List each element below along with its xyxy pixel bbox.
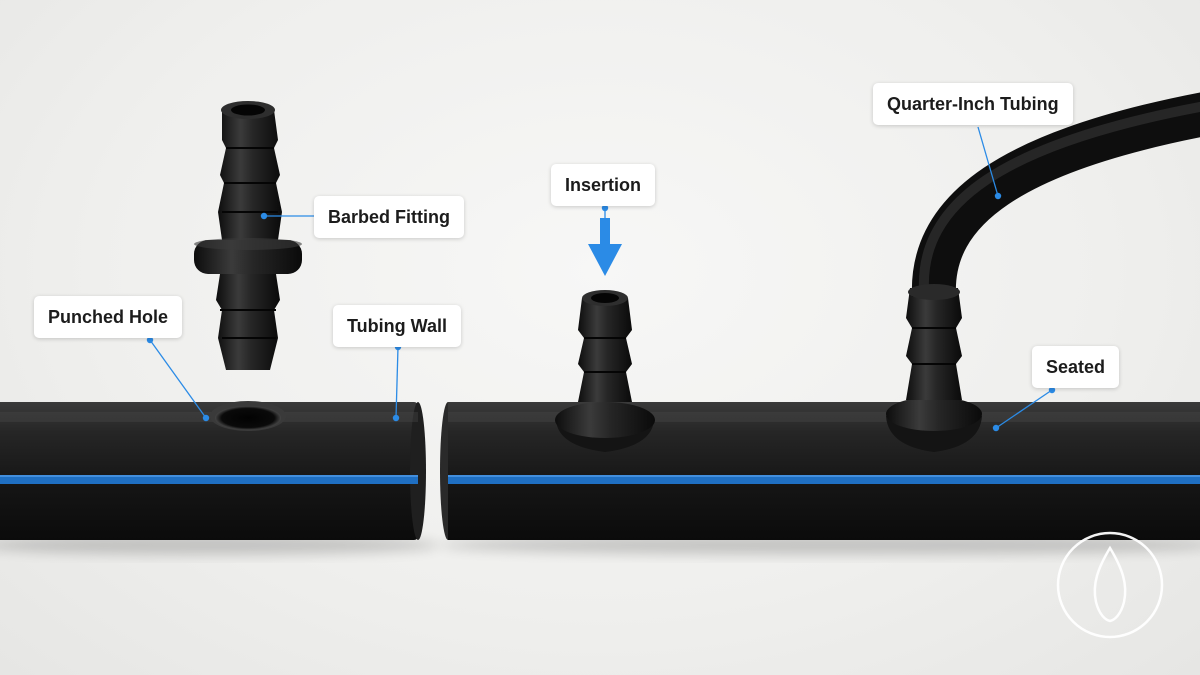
tube-shadow-left bbox=[0, 535, 440, 555]
drop-logo-icon bbox=[1056, 531, 1164, 639]
barbed-fitting-graphic bbox=[194, 101, 302, 370]
left-tubing-segment bbox=[0, 402, 426, 540]
punched-hole-graphic bbox=[210, 401, 286, 431]
leader-lines bbox=[149, 126, 1053, 429]
right-tubing-segment bbox=[440, 402, 1200, 540]
tube-shadow-right bbox=[440, 535, 1200, 555]
down-arrow-icon bbox=[588, 218, 622, 276]
seated-fitting-graphic bbox=[886, 288, 982, 452]
label-tubing-wall: Tubing Wall bbox=[333, 305, 461, 347]
label-seated: Seated bbox=[1032, 346, 1120, 388]
label-quarter-inch-tubing: Quarter-Inch Tubing bbox=[873, 83, 1073, 125]
label-barbed-fitting: Barbed Fitting bbox=[314, 196, 464, 238]
label-insertion: Insertion bbox=[551, 164, 656, 206]
leader-dots bbox=[146, 192, 1056, 432]
quarter-inch-tubing-graphic bbox=[908, 92, 1200, 300]
label-punched-hole: Punched Hole bbox=[34, 296, 183, 338]
insertion-fitting-graphic bbox=[555, 290, 655, 452]
